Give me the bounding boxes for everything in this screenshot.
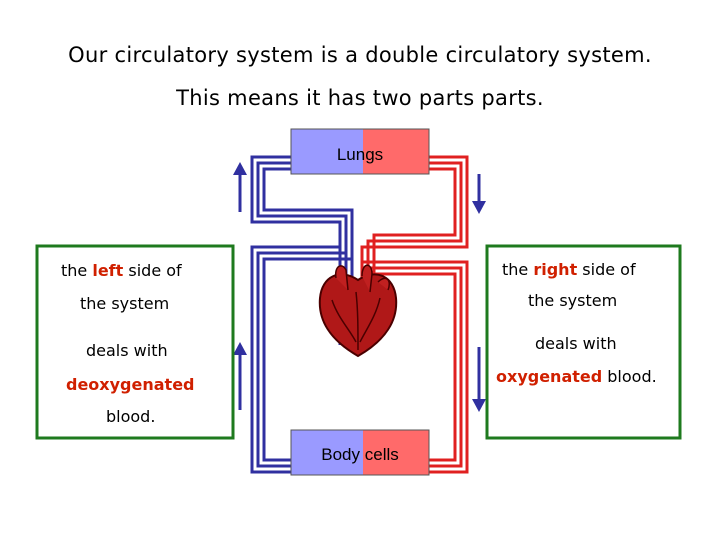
left-panel-line-1: the left side of: [61, 261, 182, 280]
title-line-2: This means it has two parts parts.: [176, 86, 544, 110]
lungs-box: Lungs: [290, 128, 430, 175]
heart-icon: [318, 264, 398, 358]
right-side-panel: the right side of the system deals with …: [485, 244, 682, 440]
right-panel-line-3: deals with: [535, 334, 617, 353]
lungs-label: Lungs: [337, 145, 383, 164]
right-panel-line-1: the right side of: [502, 260, 636, 279]
title-line-1: Our circulatory system is a double circu…: [68, 43, 652, 67]
right-panel-line-4: oxygenated blood.: [496, 367, 657, 386]
arrow-up-icon: [233, 162, 247, 212]
body-cells-box: Body cells: [290, 429, 430, 476]
left-panel-line-2: the system: [80, 294, 169, 313]
arrow-up-icon: [233, 342, 247, 410]
body-cells-label: Body cells: [321, 445, 399, 464]
left-panel-keyword: deoxygenated: [66, 375, 195, 394]
arrow-down-icon: [472, 174, 486, 214]
left-panel-line-5: blood.: [106, 407, 155, 426]
left-side-panel: the left side of the system deals with d…: [35, 244, 235, 440]
arrow-down-icon: [472, 347, 486, 412]
left-panel-line-3: deals with: [86, 341, 168, 360]
right-panel-line-2: the system: [528, 291, 617, 310]
